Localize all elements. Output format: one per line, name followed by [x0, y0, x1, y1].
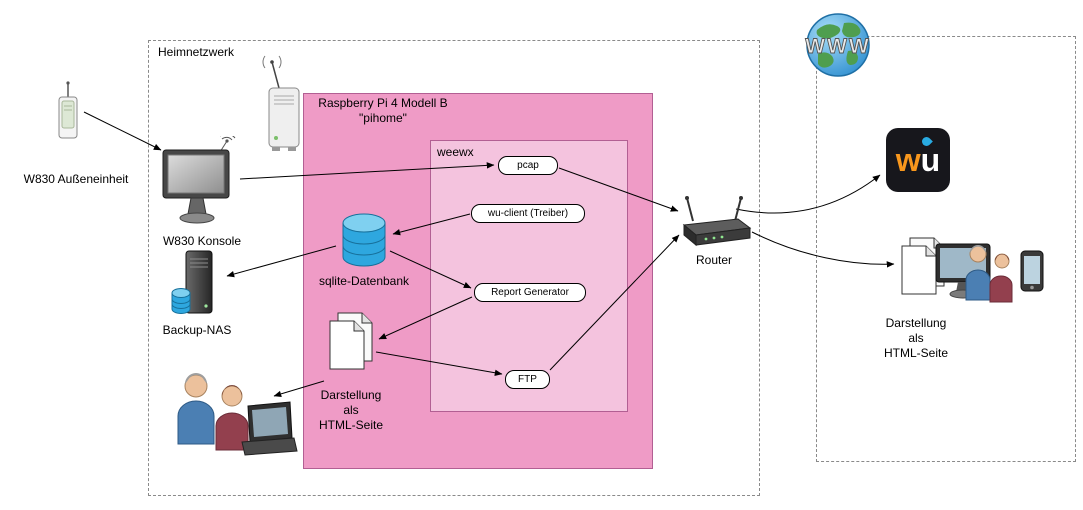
console-label: W830 Konsole	[162, 234, 242, 248]
wu-logo-u: u	[920, 142, 941, 178]
nas-label: Backup-NAS	[162, 323, 232, 337]
router-icon	[676, 194, 754, 250]
raspberry-pi-title-line2: "pihome"	[359, 111, 407, 125]
node-pcap: pcap	[498, 156, 558, 175]
raspberry-pi-title-line1: Raspberry Pi 4 Modell B	[318, 96, 448, 110]
home-network-label: Heimnetzwerk	[158, 45, 235, 59]
node-wu-client: wu-client (Treiber)	[471, 204, 585, 223]
html-pages-remote-label: Darstellung als HTML-Seite	[883, 316, 948, 360]
www-globe-icon: WWW	[803, 10, 873, 80]
router-label: Router	[695, 253, 733, 267]
raspberry-pi-title: Raspberry Pi 4 Modell B "pihome"	[306, 96, 460, 126]
outdoor-sensor-icon	[50, 80, 86, 142]
remote-users-icon	[962, 242, 1020, 304]
node-report-generator: Report Generator	[474, 283, 586, 302]
globe-www-text: WWW	[805, 35, 870, 58]
node-ftp: FTP	[505, 370, 550, 389]
nas-server-icon	[170, 249, 222, 323]
home-network-box	[148, 40, 760, 496]
html-pages-label: Darstellung als HTML-Seite	[318, 388, 383, 432]
tablet-icon	[1020, 250, 1044, 292]
wifi-transmitter-icon	[256, 54, 316, 156]
weather-console-icon	[162, 133, 242, 232]
html-pages-icon	[326, 311, 376, 373]
database-icon	[338, 211, 390, 269]
weewx-label: weewx	[437, 145, 474, 159]
database-label: sqlite-Datenbank	[318, 274, 410, 288]
outdoor-sensor-label: W830 Außeneinheit	[23, 172, 129, 186]
wu-logo-w: w	[895, 142, 921, 178]
users-with-laptop-icon	[156, 366, 298, 464]
